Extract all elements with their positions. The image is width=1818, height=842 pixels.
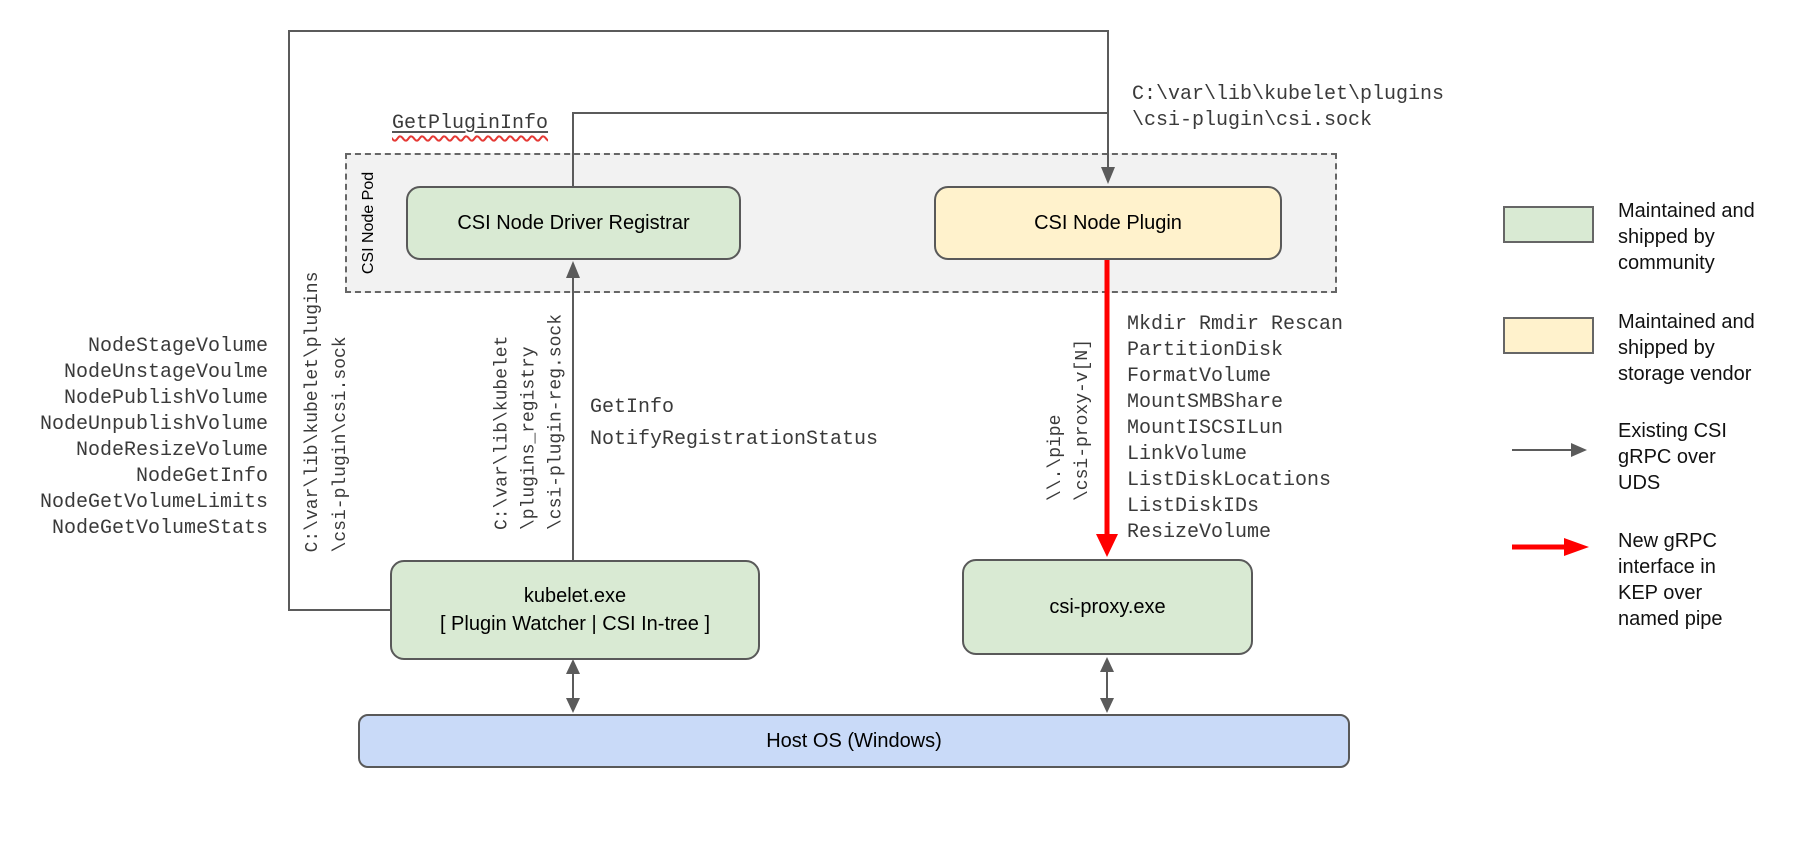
kubelet-subtitle: [ Plugin Watcher | CSI In-tree ] [439, 613, 711, 635]
legend-community-swatch [1503, 206, 1594, 243]
csi-sock-path-top-label: C:\var\lib\kubelet\plugins \csi-plugin\c… [1132, 83, 1445, 132]
host-os-label: Host OS (Windows) [766, 730, 942, 752]
proxy-op-item: FormatVolume [1127, 365, 1272, 388]
proxy-op-item: MountISCSILun [1127, 417, 1284, 440]
csi-proxy-box: csi-proxy.exe [962, 559, 1253, 655]
kubelet-box: kubelet.exe [ Plugin Watcher | CSI In-tr… [390, 560, 760, 660]
node-ops-list: NodeStageVolume NodeUnstageVoulme NodePu… [40, 334, 268, 542]
legend-vendor-label: Maintained and shipped by storage vendor [1618, 311, 1755, 385]
csi-sock-path-rotated-label: C:\var\lib\kubelet\plugins \csi-plugin\c… [303, 271, 351, 553]
arrowhead-down-icon [1100, 698, 1114, 713]
node-op-item: NodeGetVolumeLimits [39, 491, 268, 514]
red-arrowhead-down-icon [1096, 534, 1118, 557]
node-op-item: NodeGetInfo [135, 465, 268, 488]
proxy-op-item: Mkdir Rmdir Rescan [1127, 313, 1344, 336]
legend-existing-grpc-label: Existing CSI gRPC over UDS [1618, 420, 1727, 494]
legend-community-label: Maintained and shipped by community [1618, 200, 1755, 274]
proxy-op-item: PartitionDisk [1127, 339, 1284, 362]
proxy-ops-list: Mkdir Rmdir Rescan PartitionDisk FormatV… [1127, 312, 1343, 546]
registration-calls-label: GetInfo NotifyRegistrationStatus [590, 396, 879, 451]
registry-sock-path-rotated-label: C:\var\lib\kubelet \plugins_registry \cs… [492, 313, 567, 531]
proxy-op-item: ListDiskLocations [1127, 469, 1332, 492]
legend-existing-grpc-arrow [1512, 443, 1587, 457]
red-arrowhead-right-icon [1564, 538, 1589, 556]
arrowhead-down-icon [566, 698, 580, 713]
csi-node-pod-label: CSI Node Pod [360, 171, 377, 275]
kubelet-host-double-arrow [566, 659, 580, 713]
node-op-item: NodeResizeVolume [75, 439, 268, 462]
legend-new-grpc-label: New gRPC interface in KEP over named pip… [1618, 530, 1723, 630]
arrowhead-up-icon [566, 659, 580, 674]
legend-vendor-swatch [1503, 317, 1594, 354]
csi-node-plugin-box: CSI Node Plugin [934, 186, 1282, 260]
csi-node-driver-registrar-label: CSI Node Driver Registrar [457, 212, 690, 234]
node-op-item: NodeUnstageVoulme [63, 361, 268, 384]
node-op-item: NodeStageVolume [87, 335, 268, 358]
arrowhead-up-icon [1100, 657, 1114, 672]
proxy-op-item: ListDiskIDs [1127, 495, 1260, 518]
proxy-op-item: ResizeVolume [1127, 521, 1272, 544]
node-op-item: NodePublishVolume [63, 387, 268, 410]
node-op-item: NodeUnpublishVolume [39, 413, 268, 436]
kubelet-title: kubelet.exe [523, 585, 627, 607]
csi-node-driver-registrar-box: CSI Node Driver Registrar [406, 186, 741, 260]
proxy-op-item: LinkVolume [1127, 443, 1248, 466]
legend-new-grpc-arrow [1512, 538, 1589, 556]
gray-arrowhead-right-icon [1571, 443, 1587, 457]
proxy-host-double-arrow [1100, 657, 1114, 713]
node-op-item: NodeGetVolumeStats [51, 517, 268, 540]
pipe-path-rotated-label: \\.\pipe \csi-proxy-v[N] [1046, 338, 1093, 502]
host-os-box: Host OS (Windows) [358, 714, 1350, 768]
proxy-op-item: MountSMBShare [1127, 391, 1284, 414]
plugin-to-proxy-named-pipe-arrow [1096, 260, 1118, 557]
get-plugin-info-label: GetPluginInfo [392, 112, 549, 135]
csi-node-plugin-label: CSI Node Plugin [1034, 212, 1182, 234]
csi-proxy-label: csi-proxy.exe [1049, 596, 1166, 618]
